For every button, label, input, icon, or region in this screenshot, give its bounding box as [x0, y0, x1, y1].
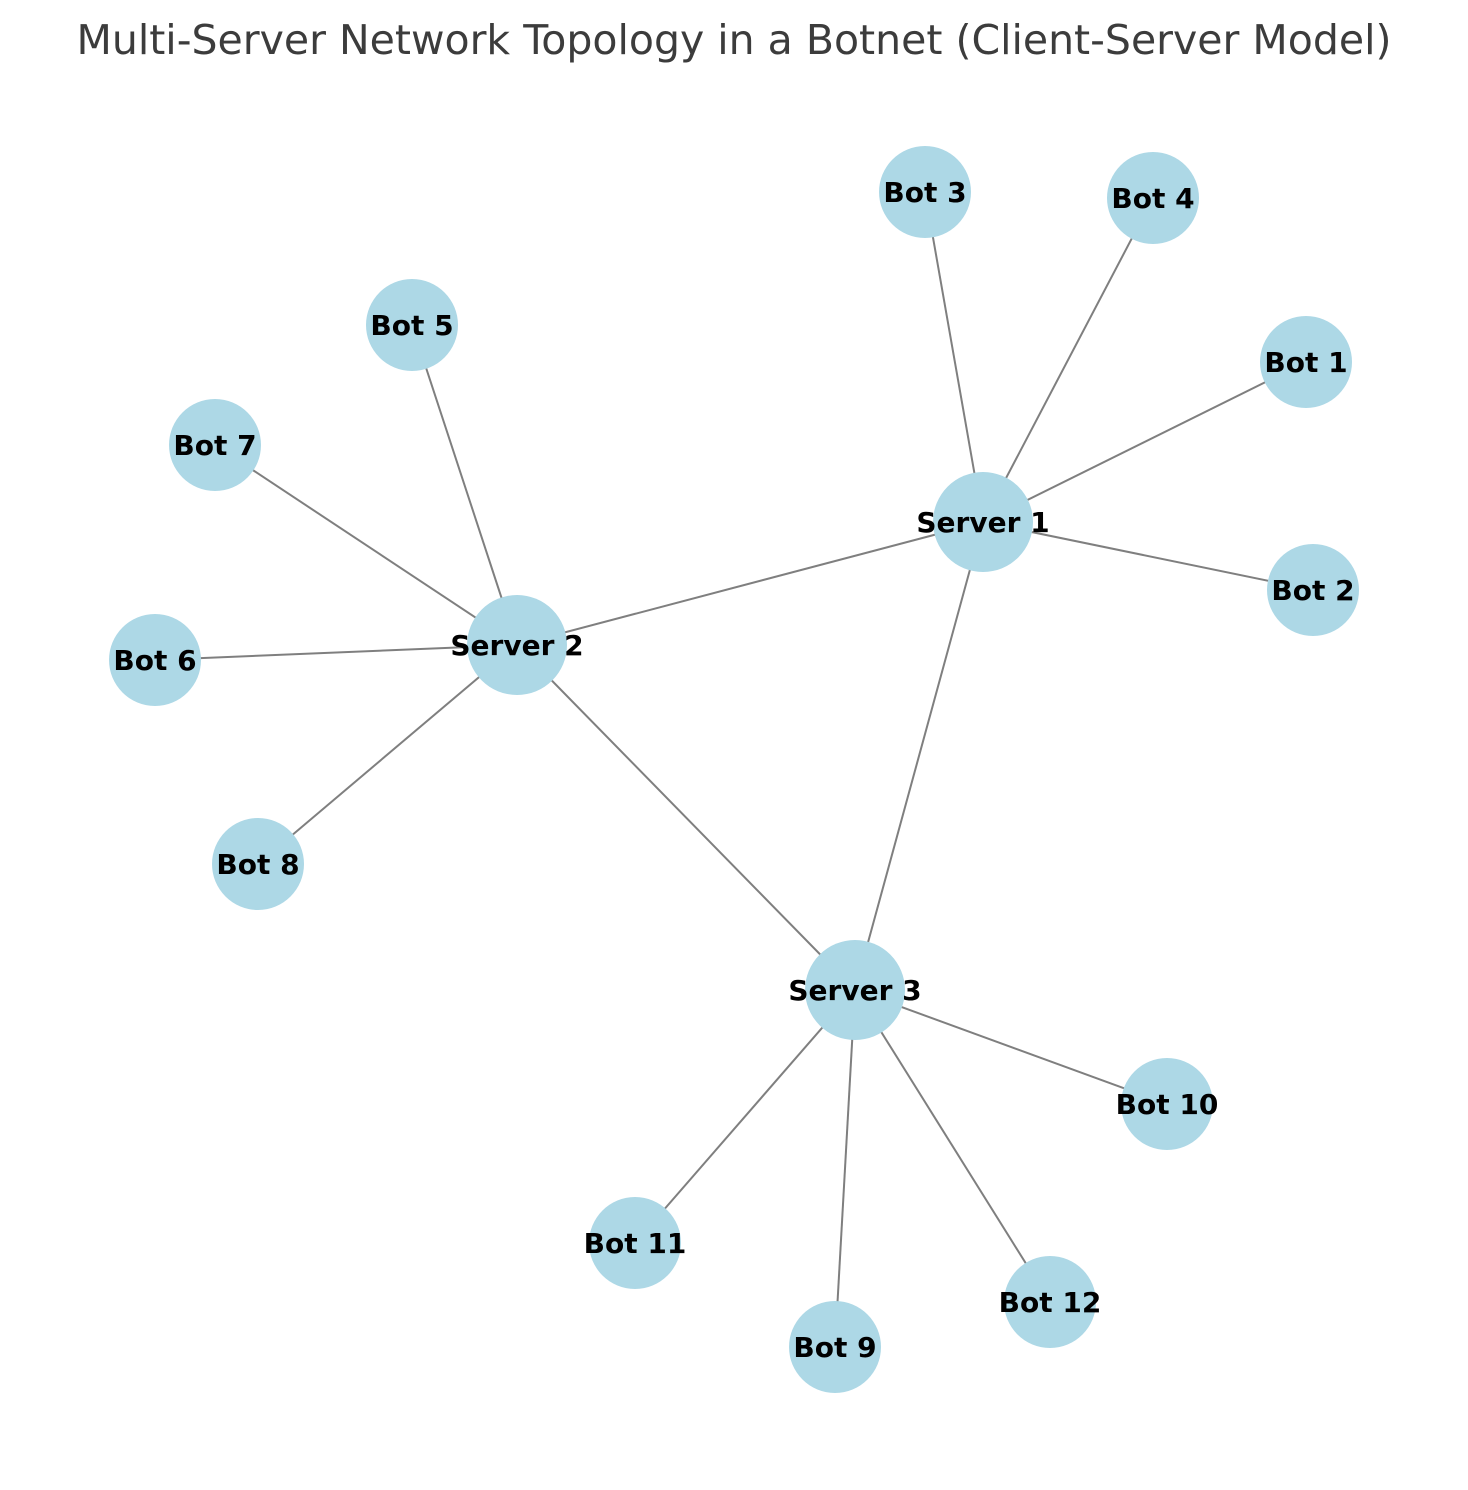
node-circle-bot12 [1004, 1256, 1096, 1348]
edge-server1-bot4 [982, 197, 1154, 523]
figure-title: Multi-Server Network Topology in a Botne… [76, 16, 1391, 64]
node-label-server3: Server 3 [788, 974, 921, 1007]
node-circle-bot10 [1121, 1058, 1213, 1150]
node-label-bot9: Bot 9 [793, 1331, 876, 1364]
node-bot-bot1: Bot 1 [1260, 316, 1352, 408]
node-label-bot8: Bot 8 [216, 848, 299, 881]
node-label-bot2: Bot 2 [1271, 574, 1354, 607]
node-bot-bot5: Bot 5 [366, 279, 458, 371]
node-circle-bot2 [1267, 544, 1359, 636]
node-circle-bot4 [1107, 152, 1199, 244]
node-circle-server3 [805, 940, 905, 1040]
edge-server2-server3 [516, 644, 856, 991]
node-bot-bot11: Bot 11 [584, 1197, 687, 1289]
node-bot-bot10: Bot 10 [1116, 1058, 1219, 1150]
node-circle-bot8 [212, 818, 304, 910]
edge-server1-bot2 [982, 521, 1314, 591]
edges-layer [154, 191, 1314, 1348]
edge-server1-bot1 [982, 361, 1307, 523]
node-label-bot7: Bot 7 [173, 429, 256, 462]
node-bot-bot8: Bot 8 [212, 818, 304, 910]
node-bot-bot3: Bot 3 [879, 146, 971, 238]
node-circle-bot7 [169, 399, 261, 491]
node-circle-server2 [467, 595, 567, 695]
edge-server2-bot7 [214, 444, 518, 646]
node-bot-bot7: Bot 7 [169, 399, 261, 491]
edge-server1-bot3 [924, 191, 984, 523]
node-label-bot3: Bot 3 [883, 176, 966, 209]
node-label-bot1: Bot 1 [1264, 346, 1347, 379]
node-label-bot6: Bot 6 [113, 644, 196, 677]
node-label-server1: Server 1 [916, 506, 1049, 539]
node-label-bot12: Bot 12 [999, 1286, 1102, 1319]
node-label-bot11: Bot 11 [584, 1227, 687, 1260]
node-circle-bot11 [589, 1197, 681, 1289]
edge-server3-bot9 [834, 989, 856, 1348]
node-circle-bot5 [366, 279, 458, 371]
node-circle-server1 [933, 472, 1033, 572]
node-server-server3: Server 3 [788, 940, 922, 1040]
node-label-bot10: Bot 10 [1116, 1088, 1219, 1121]
edge-server2-bot6 [154, 644, 518, 661]
node-bot-bot6: Bot 6 [109, 614, 201, 706]
node-circle-bot6 [109, 614, 201, 706]
node-server-server1: Server 1 [916, 472, 1050, 572]
edge-server1-server2 [516, 521, 984, 646]
node-label-bot5: Bot 5 [370, 309, 453, 342]
node-server-server2: Server 2 [450, 595, 584, 695]
edge-server1-server3 [854, 521, 984, 991]
node-label-server2: Server 2 [450, 629, 583, 662]
edge-server3-bot10 [854, 989, 1168, 1105]
node-bot-bot12: Bot 12 [999, 1256, 1102, 1348]
edge-server2-bot5 [411, 324, 518, 646]
node-circle-bot9 [789, 1301, 881, 1393]
nodes-layer: Server 1 Server 2 Server 3 Bot 1 Bot 2 Bot 3 B… [109, 146, 1359, 1393]
node-bot-bot2: Bot 2 [1267, 544, 1359, 636]
edge-server3-bot11 [634, 989, 856, 1244]
node-circle-bot1 [1260, 316, 1352, 408]
edge-server2-bot8 [257, 644, 518, 865]
node-label-bot4: Bot 4 [1111, 182, 1194, 215]
node-bot-bot4: Bot 4 [1107, 152, 1199, 244]
edge-server3-bot12 [854, 989, 1051, 1303]
node-bot-bot9: Bot 9 [789, 1301, 881, 1393]
node-circle-bot3 [879, 146, 971, 238]
